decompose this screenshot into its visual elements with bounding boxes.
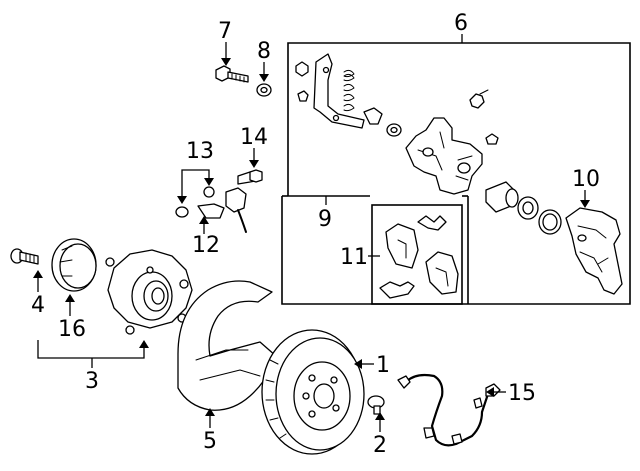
washer-part-8 [256, 83, 272, 97]
callout-9: 9 [318, 207, 332, 232]
callout-14: 14 [240, 125, 268, 150]
clips-part-13 [175, 186, 215, 218]
piston-and-seals [485, 181, 562, 235]
caliper-bracket-part-10 [565, 207, 623, 295]
brake-pads-part-11 [379, 215, 459, 299]
rotor-screw-part-2 [367, 395, 385, 415]
caliper-body [405, 89, 499, 195]
callout-7: 7 [218, 19, 232, 44]
callout-1: 1 [376, 353, 390, 378]
sensor-harness-part-15 [397, 373, 501, 447]
callout-11: 11 [340, 245, 368, 270]
hub-assembly-part-3 [105, 249, 193, 335]
dust-shield-part-5 [177, 280, 277, 411]
callout-12: 12 [192, 233, 220, 258]
callout-15: 15 [508, 381, 536, 406]
callout-5: 5 [203, 429, 217, 454]
callout-2: 2 [373, 433, 387, 458]
bolt-part-14 [237, 169, 263, 185]
callout-13: 13 [186, 139, 214, 164]
leader-lines [33, 34, 590, 432]
callout-4: 4 [31, 293, 45, 318]
tone-ring-part-16 [51, 238, 97, 292]
callout-6: 6 [454, 11, 468, 36]
caliper-bolt-part-7 [215, 65, 249, 83]
caliper-hardware [295, 53, 402, 137]
callout-8: 8 [257, 39, 271, 64]
callout-labels: 7 8 6 9 10 11 13 14 12 4 16 3 5 1 2 15 [31, 11, 600, 458]
abs-sensor-part-12 [197, 187, 247, 233]
brake-pad-box [371, 204, 463, 305]
callout-3: 3 [85, 369, 99, 394]
brake-rotor-part-1 [261, 329, 365, 455]
callout-16: 16 [58, 317, 86, 342]
callout-10: 10 [572, 167, 600, 192]
wheel-stud-part-4 [10, 248, 39, 265]
